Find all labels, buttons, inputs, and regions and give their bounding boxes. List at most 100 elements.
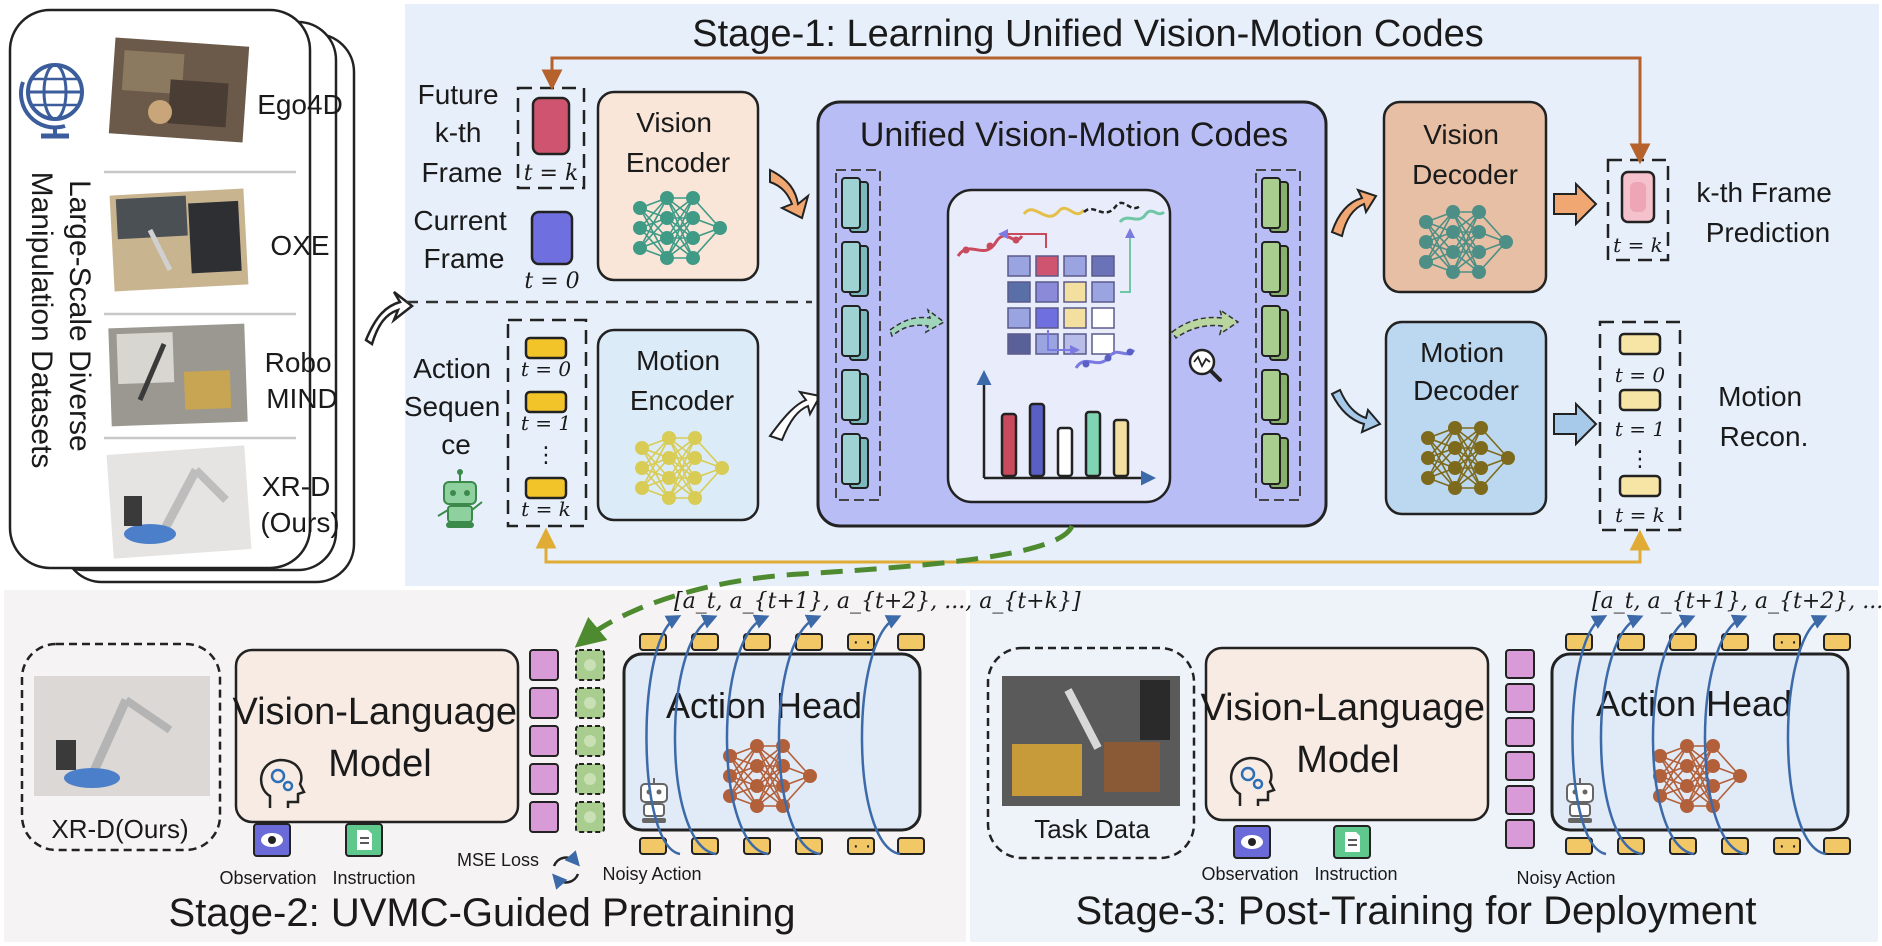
svg-text:Motion Encoder: Motion Encoder [630, 345, 734, 416]
nn-node [688, 491, 702, 505]
nn-node [660, 191, 674, 205]
future-frame-label: Future k-th Frame [418, 79, 507, 188]
nn-node [688, 451, 702, 465]
code-usage-bar [1028, 402, 1046, 478]
stage3-vlm: Vision-Language Model [1200, 646, 1495, 822]
gear [1252, 778, 1264, 790]
nn-edge [1427, 427, 1456, 479]
stage2-dataset-box [20, 642, 222, 852]
nn-node [1733, 769, 1747, 783]
denoise-loop-arrow [1786, 615, 1828, 856]
dataset-photo-robomind [108, 323, 248, 427]
vision-decoder-out-arrow [1553, 181, 1598, 227]
dataset-photo-xrd [106, 445, 252, 559]
nn-node [1448, 481, 1462, 495]
nn-node [1472, 265, 1486, 279]
stage2-observation-label: Observation [219, 868, 316, 888]
current-frame-token [530, 210, 574, 266]
future-frame-supervision-arrow [541, 56, 1651, 165]
nn-node [633, 241, 647, 255]
nn-node [662, 431, 676, 445]
code-cell [1091, 307, 1115, 329]
codebook-to-codes-arrow [1170, 308, 1240, 340]
action-token [743, 633, 771, 651]
token-front [1261, 369, 1281, 421]
vlm-output-token [1505, 785, 1535, 815]
recon-token [1618, 474, 1662, 498]
action-token [639, 633, 667, 651]
nn-node [1472, 245, 1486, 259]
action-tokens [524, 336, 568, 500]
nn-node [1501, 451, 1515, 465]
dataset-label-robomind: Robo MIND [265, 347, 340, 414]
action-token [795, 633, 823, 651]
token-front [841, 369, 861, 421]
nn-node [1474, 461, 1488, 475]
current-frame-label: Current Frame [413, 205, 514, 274]
nn-edge [668, 437, 696, 479]
nn-edge [666, 197, 694, 239]
vlm-output-token [1505, 649, 1535, 679]
nn-node [686, 191, 700, 205]
nn-node [1421, 471, 1435, 485]
nn-edge [1452, 211, 1480, 273]
datasets-caption: Large-Scale Diverse Manipulation Dataset… [25, 172, 96, 469]
code-cell [1091, 333, 1115, 355]
action-token [524, 390, 568, 414]
prediction-t-label: t = k [1613, 233, 1663, 257]
nn-node [660, 211, 674, 225]
nn-edge [729, 745, 758, 797]
svg-text:Action Head: Action Head [1596, 683, 1792, 724]
vlm-output-token [1505, 683, 1535, 713]
nn-node [1680, 799, 1694, 813]
motion-recon-label: Motion Recon. [1718, 381, 1810, 452]
gear [282, 780, 294, 792]
document-icon [1333, 825, 1371, 859]
denoise-loop-arrow [1599, 614, 1644, 856]
future-frame-token [531, 96, 571, 156]
nn-edge [756, 765, 784, 807]
nn-node [750, 799, 764, 813]
nn-edge [1425, 211, 1454, 263]
denoise-loop-arrow [725, 614, 770, 856]
nn-node [750, 779, 764, 793]
ellipsis: · · [853, 835, 872, 857]
nn-node [662, 471, 676, 485]
denoise-loop-arrow [777, 614, 822, 856]
mse-loss-label: MSE Loss [457, 850, 539, 870]
svg-text:Vision-Language Model: Vision-Language Model [1200, 687, 1495, 781]
stage3-action-sequence: [a_t, a_{t+1}, a_{t+2}, ..., a_{t+k}] [1592, 589, 1882, 614]
motion-decoder: Motion Decoder [1384, 320, 1548, 516]
predicted-frame-blur [1630, 182, 1646, 212]
nn-node [1474, 481, 1488, 495]
ellipsis: · · [1779, 631, 1798, 653]
stage2-title: Stage-2: UVMC-Guided Pretraining [169, 891, 796, 935]
stage2-denoise-loops: · ·· · [645, 614, 902, 857]
nn-edge [1686, 745, 1714, 787]
denoise-loop-arrow [1703, 614, 1748, 856]
nn-node [715, 461, 729, 475]
code-trajectory-lines [956, 201, 1166, 369]
nn-node [1421, 451, 1435, 465]
stage2-dataset-label: XR-D(Ours) [51, 814, 188, 844]
dataset-photo-oxe [109, 188, 249, 292]
recon-t1-label: t = 1 [1615, 417, 1665, 441]
gear [1240, 766, 1256, 782]
code-token-core [584, 773, 596, 785]
action-token [1823, 633, 1851, 651]
nn-node [662, 491, 676, 505]
magnifier-icon [1188, 348, 1222, 382]
dataset-photo-ego4d [108, 37, 250, 143]
nn-node [723, 749, 737, 763]
nn-node [1706, 739, 1720, 753]
future-frame-t-label: t = k [524, 161, 579, 186]
code-cell [1007, 333, 1031, 355]
robot-icon [640, 778, 668, 823]
stage2-vlm-output-tokens [529, 649, 559, 833]
nn-edge [1452, 211, 1480, 253]
nn-node [1474, 421, 1488, 435]
action-t1-label: t = 1 [521, 411, 571, 435]
nn-node [686, 231, 700, 245]
code-cell [1091, 281, 1115, 303]
codes-to-motion-decoder-arrow [1330, 388, 1382, 434]
